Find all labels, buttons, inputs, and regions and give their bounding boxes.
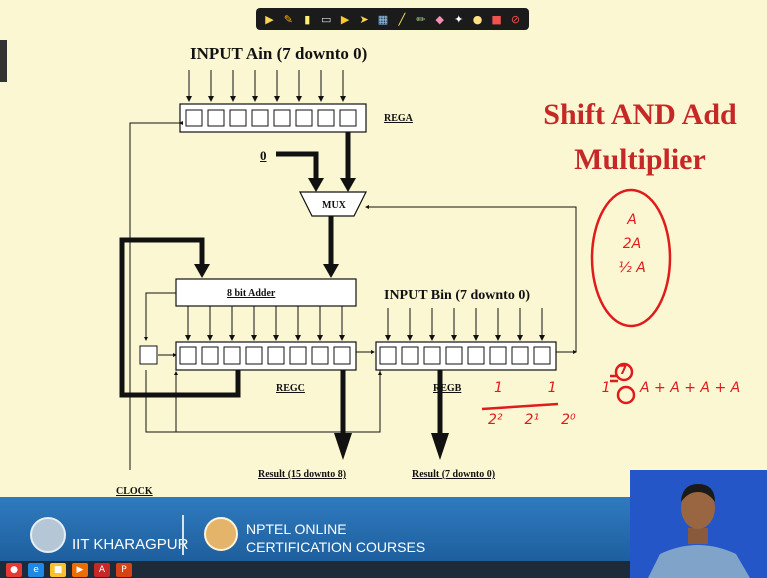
footer-divider: [182, 515, 184, 555]
ink-note-sequence: A + A + A + A: [640, 380, 740, 396]
mux-label: MUX: [322, 200, 346, 211]
regc-label: REGC: [276, 383, 305, 394]
regc-register: [176, 342, 356, 370]
presenter-image: [630, 470, 767, 578]
ink-note-seven: 7: [619, 363, 627, 377]
ink-note-ones: 1 1 1: [494, 380, 623, 396]
title-line-1: Shift AND Add: [520, 92, 760, 137]
powerpoint-icon[interactable]: P: [116, 563, 132, 577]
chrome-icon[interactable]: ●: [6, 563, 22, 577]
input-b-label: INPUT Bin (7 downto 0): [384, 288, 530, 304]
rega-register: [180, 104, 366, 132]
ink-note-powers: 2² 2¹ 2⁰: [488, 412, 576, 428]
ink-note-2a: 2A: [604, 232, 660, 256]
nptel-logo-icon: [204, 517, 238, 551]
regb-label: REGB: [433, 383, 461, 394]
adder-label: 8 bit Adder: [227, 288, 275, 299]
rega-label: REGA: [384, 113, 413, 124]
adder-to-regc-arrows: [188, 306, 342, 340]
input-a-label: INPUT Ain (7 downto 0): [190, 44, 367, 64]
result-high-label: Result (15 downto 8): [258, 469, 346, 480]
nptel-line-1: NPTEL ONLINE: [246, 521, 347, 537]
iit-logo-icon: [30, 517, 66, 553]
ie-icon[interactable]: e: [28, 563, 44, 577]
result-low-label: Result (7 downto 0): [412, 469, 495, 480]
acrobat-icon[interactable]: A: [94, 563, 110, 577]
ink-power-1: 2¹: [525, 412, 540, 428]
input-a-arrows: [189, 70, 343, 101]
input-b-arrows: [388, 308, 542, 340]
presenter-video: [630, 470, 767, 578]
ink-note-a: A: [604, 208, 660, 232]
regb-register: [376, 342, 556, 370]
iit-kharagpur-label: IIT KHARAGPUR: [72, 536, 188, 553]
zero-label: 0: [260, 148, 267, 164]
ink-note-half-a: ½ A: [604, 256, 660, 280]
ink-circle-notes: A 2A ½ A: [604, 208, 660, 280]
ink-power-0: 2⁰: [561, 412, 576, 428]
title-line-2: Multiplier: [520, 137, 760, 182]
folder-icon[interactable]: ■: [50, 563, 66, 577]
clock-label: CLOCK: [116, 486, 153, 497]
ink-power-2: 2²: [488, 412, 503, 428]
nptel-line-2: CERTIFICATION COURSES: [246, 539, 425, 555]
slide-title: Shift AND Add Multiplier: [520, 92, 760, 182]
media-icon[interactable]: ▶: [72, 563, 88, 577]
carry-flipflop: [140, 346, 157, 364]
